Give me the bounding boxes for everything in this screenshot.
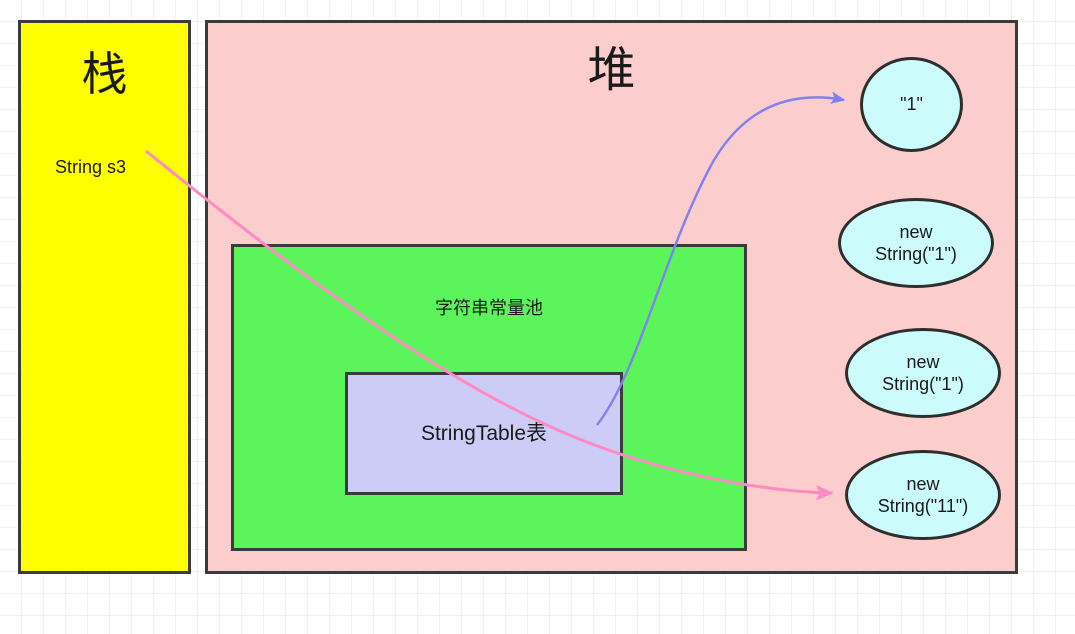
- heap-object-node: new String("1"): [838, 198, 994, 288]
- string-constant-pool-title: 字符串常量池: [435, 298, 543, 318]
- stack-variable-label: String s3: [55, 157, 127, 177]
- stringtable-region: StringTable表: [345, 372, 623, 495]
- heap-object-node: new String("11"): [845, 450, 1001, 540]
- heap-object-node: "1": [860, 57, 963, 152]
- stack-region-title: 栈: [81, 48, 128, 100]
- stack-region: 栈 String s3: [18, 20, 191, 574]
- stringtable-title: StringTable表: [420, 422, 548, 445]
- heap-region-title: 堆: [587, 44, 636, 97]
- heap-object-node: new String("1"): [845, 328, 1001, 418]
